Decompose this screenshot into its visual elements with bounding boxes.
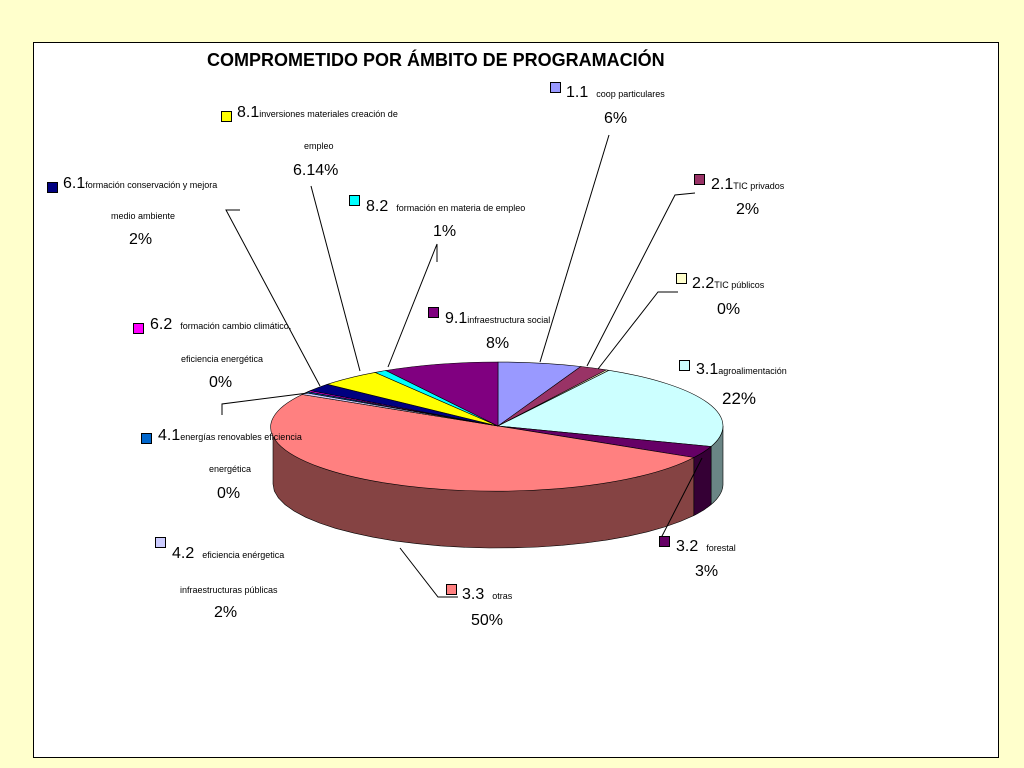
slice-desc: formación en materia de empleo <box>396 203 526 213</box>
slice-desc-cont: medio ambiente <box>111 211 176 221</box>
leader-line <box>387 243 438 368</box>
legend-swatch-3.3 <box>446 584 457 595</box>
slice-label-3.1: 3.1agroalimentación <box>696 362 787 378</box>
pie-slice-3.1 <box>496 369 724 447</box>
leader-line <box>399 547 458 598</box>
slice-code: 1.1 <box>566 84 589 101</box>
slice-code: 8.1 <box>237 104 260 121</box>
slice-percent-8.2: 1% <box>433 223 457 240</box>
slice-label-4.1: 4.1energías renovables eficiencia <box>158 428 302 444</box>
legend-swatch-8.1 <box>221 111 232 122</box>
slice-label-6.1: 6.1formación conservación y mejora <box>63 176 217 192</box>
slice-percent-1.1: 6% <box>604 110 628 127</box>
slice-code: 3.1 <box>696 361 719 378</box>
legend-swatch-9.1 <box>428 307 439 318</box>
slice-desc: formación conservación y mejora <box>85 180 218 190</box>
slice-desc: infraestructura social <box>467 315 551 325</box>
leader-line <box>586 192 696 367</box>
slice-code: 2.1 <box>711 176 734 193</box>
slice-code: 6.2 <box>150 316 173 333</box>
slice-percent-3.2: 3% <box>695 563 719 580</box>
pie-slice-3.3 <box>270 394 695 492</box>
pie-side-3.2 <box>693 445 712 516</box>
slice-desc: formación cambio climático, <box>180 321 292 331</box>
slice-desc: agroalimentación <box>718 366 787 376</box>
slice-label-2.1: 2.1TIC privados <box>711 177 784 193</box>
slice-desc: inversiones materiales creación de <box>259 109 398 119</box>
legend-swatch-3.1 <box>679 360 690 371</box>
legend-swatch-4.1 <box>141 433 152 444</box>
slice-percent-6.1: 2% <box>129 231 153 248</box>
slice-desc: TIC públicos <box>714 280 765 290</box>
legend-swatch-1.1 <box>550 82 561 93</box>
leader-line <box>597 291 678 370</box>
leader-line <box>539 134 610 363</box>
slice-percent-3.1: 22% <box>722 389 757 408</box>
slice-label-3.2: 3.2 forestal <box>676 539 736 555</box>
slice-label-8.2: 8.2 formación en materia de empleo <box>366 199 525 215</box>
slice-code: 6.1 <box>63 175 86 192</box>
leader-line <box>310 185 361 372</box>
slice-code: 4.2 <box>172 545 195 562</box>
slice-desc: TIC privados <box>733 181 785 191</box>
slice-code: 8.2 <box>366 198 389 215</box>
slice-code: 4.1 <box>158 427 181 444</box>
legend-swatch-4.2 <box>155 537 166 548</box>
leader-line <box>659 457 703 541</box>
leader-line <box>225 209 321 387</box>
slice-desc-cont: eficiencia energética <box>181 354 264 364</box>
slice-desc: forestal <box>706 543 736 553</box>
slice-label-2.2: 2.2TIC públicos <box>692 276 764 292</box>
slice-desc: energías renovables eficiencia <box>180 432 302 442</box>
slice-code: 2.2 <box>692 275 715 292</box>
slice-desc: coop particulares <box>596 89 665 99</box>
chart-title: COMPROMETIDO POR ÁMBITO DE PROGRAMACIÓN <box>207 50 665 70</box>
slice-label-4.2: 4.2 eficiencia enérgetica <box>172 546 284 562</box>
slice-percent-6.2: 0% <box>209 374 233 391</box>
leader-line <box>221 392 309 415</box>
legend-swatch-2.1 <box>694 174 705 185</box>
slice-percent-2.2: 0% <box>717 301 741 318</box>
slice-percent-3.3: 50% <box>471 612 504 629</box>
slice-label-9.1: 9.1infraestructura social <box>445 311 550 327</box>
slice-code: 9.1 <box>445 310 468 327</box>
legend-swatch-2.2 <box>676 273 687 284</box>
pie-slice-9.1 <box>384 361 499 427</box>
slice-percent-4.2: 2% <box>214 604 238 621</box>
slice-code: 3.3 <box>462 586 485 603</box>
slice-percent-2.1: 2% <box>736 201 760 218</box>
slice-percent-9.1: 8% <box>486 335 510 352</box>
slice-label-8.1: 8.1inversiones materiales creación de <box>237 105 398 121</box>
legend-swatch-6.1 <box>47 182 58 193</box>
slice-label-3.3: 3.3 otras <box>462 587 512 603</box>
legend-swatch-8.2 <box>349 195 360 206</box>
slice-desc: otras <box>492 591 513 601</box>
slice-percent-4.1: 0% <box>217 485 241 502</box>
slice-desc-cont: empleo <box>304 141 334 151</box>
slice-label-1.1: 1.1 coop particulares <box>566 85 665 101</box>
slice-percent-8.1: 6.14% <box>293 162 339 179</box>
legend-swatch-6.2 <box>133 323 144 334</box>
slice-desc-cont: energética <box>209 464 252 474</box>
slice-label-6.2: 6.2 formación cambio climático, <box>150 317 291 333</box>
legend-swatch-3.2 <box>659 536 670 547</box>
slice-desc: eficiencia enérgetica <box>202 550 285 560</box>
slice-desc-cont: infraestructuras públicas <box>180 585 278 595</box>
slice-code: 3.2 <box>676 538 699 555</box>
